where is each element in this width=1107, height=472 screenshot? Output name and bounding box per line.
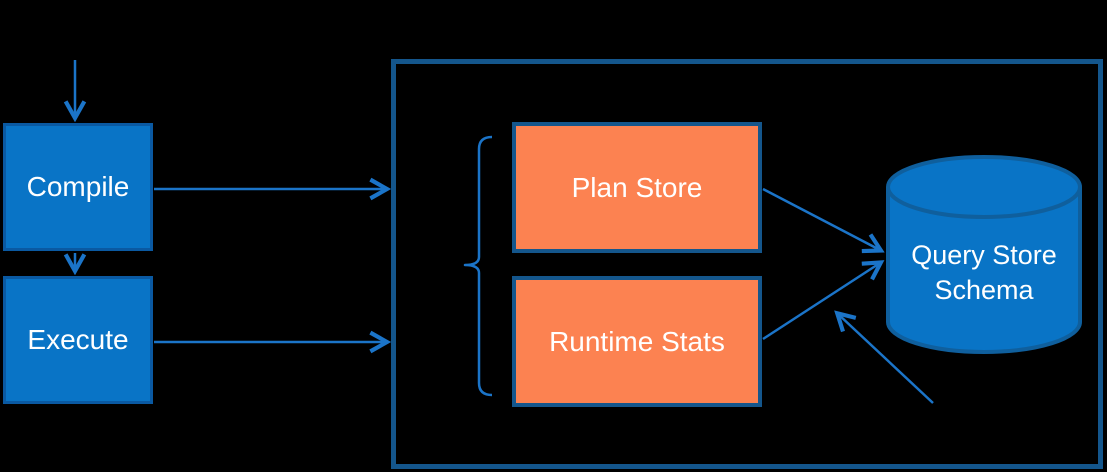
runtime-stats-node: Runtime Stats — [512, 276, 762, 407]
compile-node: Compile — [3, 123, 153, 251]
runtime-stats-node-label: Runtime Stats — [549, 325, 725, 357]
query-store-container-box — [391, 59, 1103, 469]
execute-node: Execute — [3, 276, 153, 404]
plan-store-node-label: Plan Store — [571, 171, 703, 203]
compile-node-label: Compile — [26, 171, 130, 202]
execute-node-label: Execute — [27, 324, 129, 355]
plan-store-node: Plan Store — [512, 122, 762, 253]
query-store-schema-label: Query Store Schema — [911, 239, 1057, 305]
